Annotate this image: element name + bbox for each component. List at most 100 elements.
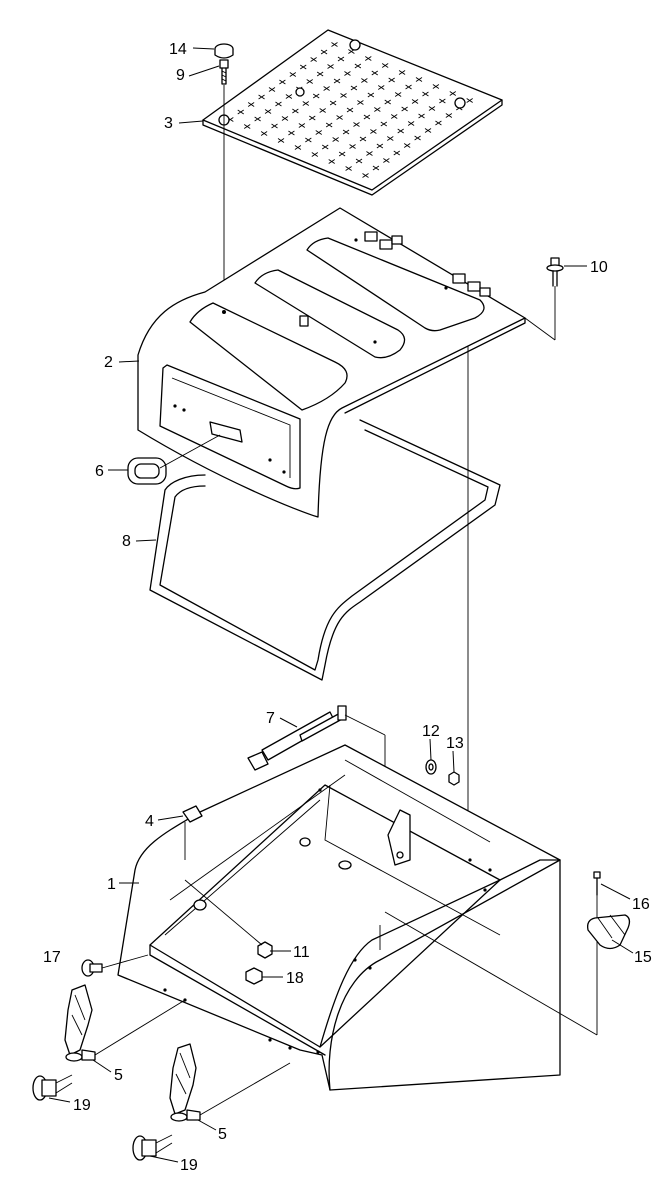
perforation-mark — [316, 71, 324, 77]
perforation-mark — [325, 122, 333, 128]
perforation-mark — [394, 92, 402, 97]
knob-19b — [132, 1134, 173, 1161]
perforation-mark — [268, 87, 276, 92]
perforation-mark — [435, 120, 442, 126]
perforated-plate — [202, 29, 503, 196]
perforation-mark — [288, 130, 295, 136]
callout-19-right: 19 — [180, 1157, 198, 1174]
bolt-17 — [81, 954, 149, 977]
catch-4 — [182, 805, 203, 860]
callout-labels: 14 9 3 10 2 6 8 7 12 13 4 1 16 15 17 11 … — [43, 41, 652, 1174]
perforation-mark — [397, 128, 404, 134]
perforation-mark — [337, 56, 345, 62]
perforation-mark — [367, 92, 375, 98]
perforation-mark — [275, 101, 282, 107]
perforation-mark — [381, 63, 389, 68]
perforation-mark — [362, 173, 369, 178]
perforation-mark — [380, 121, 388, 127]
callout-18: 18 — [286, 970, 304, 987]
perforation-mark — [346, 107, 354, 113]
perforation-mark — [340, 93, 347, 98]
perforation-mark — [359, 136, 367, 142]
perforation-mark — [353, 122, 360, 127]
perforation-mark — [328, 159, 335, 164]
perforation-mark — [327, 64, 334, 69]
callout-6: 6 — [95, 463, 104, 480]
perforation-mark — [424, 128, 432, 133]
grommet-6 — [127, 434, 221, 485]
perforation-mark — [354, 63, 362, 69]
perforation-mark — [285, 94, 293, 99]
nut-11 — [184, 879, 273, 959]
perforation-mark — [294, 145, 302, 150]
perforation-mark — [357, 100, 364, 105]
callout-5-right: 5 — [218, 1126, 227, 1143]
washer-12 — [425, 759, 437, 775]
top-cover — [137, 207, 526, 518]
perforation-mark — [439, 98, 446, 104]
perforation-mark — [365, 56, 372, 61]
perforation-mark — [309, 115, 316, 121]
callout-3: 3 — [164, 115, 173, 132]
callout-16: 16 — [632, 896, 650, 913]
perforation-mark — [445, 113, 453, 118]
perforation-mark — [277, 138, 285, 143]
perforation-mark — [366, 151, 373, 156]
perforation-mark — [370, 129, 377, 134]
perforation-mark — [306, 79, 313, 84]
perforation-mark — [264, 109, 272, 114]
perforation-mark — [281, 116, 289, 121]
perforation-mark — [466, 98, 473, 103]
perforation-mark — [344, 71, 351, 76]
perforation-mark — [331, 42, 338, 47]
perforation-mark — [414, 135, 421, 141]
rubber-frame-8 — [149, 419, 501, 681]
perforation-mark — [349, 144, 356, 149]
perforation-mark — [333, 78, 341, 84]
perforation-mark — [383, 158, 390, 163]
perforation-mark — [302, 101, 310, 106]
perforation-mark — [411, 99, 419, 104]
perforation-mark — [371, 70, 379, 76]
perforation-mark — [292, 108, 299, 114]
nut-13 — [448, 771, 460, 786]
perforation-mark — [387, 136, 394, 141]
perforation-mark — [323, 86, 330, 91]
perforation-mark — [418, 113, 425, 119]
perforation-mark — [311, 152, 319, 157]
screw-9 — [219, 59, 229, 85]
perforation-mark — [310, 57, 317, 62]
callout-7: 7 — [266, 710, 275, 727]
callout-11: 11 — [293, 944, 310, 961]
perforation-mark — [258, 94, 265, 100]
callout-5-left: 5 — [114, 1067, 123, 1084]
perforation-mark — [403, 143, 411, 148]
perforation-mark — [407, 121, 415, 126]
perforation-mark — [332, 137, 339, 142]
callout-1: 1 — [107, 876, 116, 893]
callout-19-left: 19 — [73, 1097, 91, 1114]
perforation-mark — [254, 116, 261, 122]
perforation-mark — [237, 109, 244, 115]
perforation-mark — [372, 165, 380, 171]
clip-15 — [587, 914, 631, 950]
callout-14: 14 — [169, 41, 187, 58]
perforation-mark — [321, 144, 329, 150]
perforation-mark — [271, 123, 278, 129]
callout-4: 4 — [145, 813, 154, 830]
perforation-mark — [338, 151, 346, 157]
callout-8: 8 — [122, 533, 131, 550]
perforation-mark — [342, 129, 350, 135]
perforation-mark — [398, 70, 406, 75]
latch-5a — [64, 984, 186, 1062]
perforation-mark — [415, 77, 423, 82]
screw-16 — [593, 871, 601, 1035]
perforation-mark — [384, 99, 391, 105]
perforation-mark — [243, 124, 251, 129]
callout-10: 10 — [590, 259, 608, 276]
perforation-mark — [320, 49, 328, 55]
perforation-mark — [260, 131, 268, 136]
perforation-mark — [376, 143, 384, 149]
perforation-mark — [289, 72, 297, 77]
perforation-mark — [374, 107, 381, 112]
